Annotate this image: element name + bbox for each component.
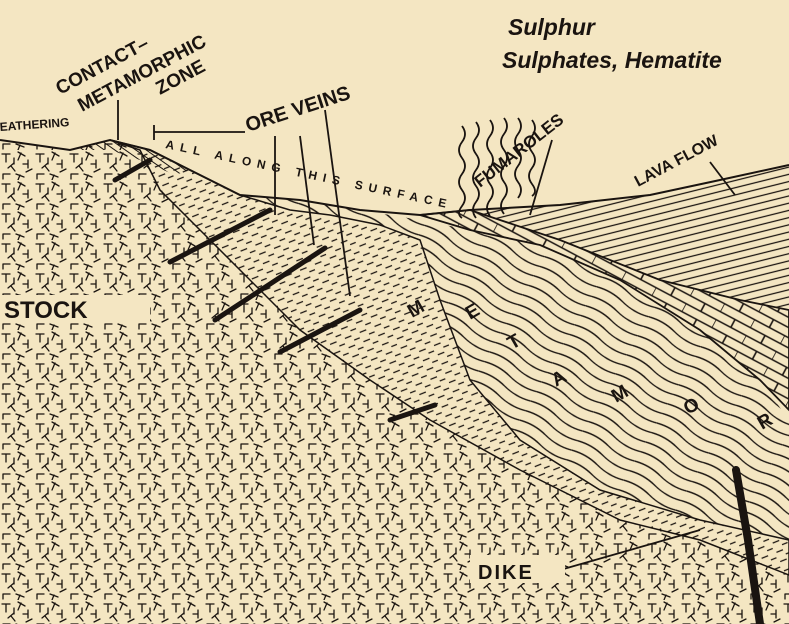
label-sulphur: Sulphur xyxy=(508,14,596,40)
label-stock: STOCK xyxy=(4,297,88,324)
label-dike: DIKE xyxy=(478,562,534,584)
label-sulphates-hematite: Sulphates, Hematite xyxy=(502,47,722,73)
